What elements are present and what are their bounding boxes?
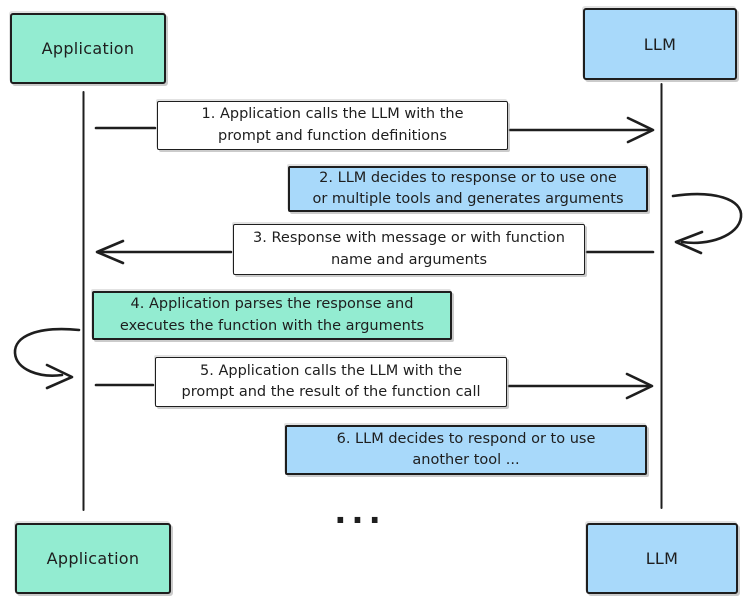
message-text-line: 4. Application parses the response and	[130, 296, 414, 313]
continuation-ellipsis: ...	[334, 493, 386, 531]
llm-self-loop-arrow	[671, 192, 743, 245]
actor-llm-top: LLM	[583, 8, 737, 80]
message-text-line: another tool ...	[412, 452, 520, 468]
message-3-box: 3. Response with message or with functio…	[233, 224, 585, 275]
message-text-line: executes the function with the arguments	[119, 317, 425, 334]
message-1-arrowhead-icon	[626, 116, 655, 144]
actor-llm-top-label: LLM	[643, 34, 677, 54]
actor-application-top: Application	[10, 13, 166, 84]
message-text-line: or multiple tools and generates argument…	[312, 191, 624, 207]
message-text-line: 3. Response with message or with functio…	[253, 230, 565, 247]
application-self-loop-arrowhead-icon	[45, 363, 74, 390]
message-6-box: 6. LLM decides to respond or to use anot…	[285, 425, 647, 475]
message-text-line: 6. LLM decides to respond or to use	[336, 430, 596, 447]
message-2-box: 2. LLM decides to response or to use one…	[288, 166, 648, 212]
message-5-box: 5. Application calls the LLM with the pr…	[155, 357, 507, 407]
message-text-line: 5. Application calls the LLM with the	[200, 362, 462, 379]
message-4-box: 4. Application parses the response and e…	[92, 291, 452, 340]
message-text-line: prompt and function definitions	[218, 127, 447, 144]
message-1-box: 1. Application calls the LLM with the pr…	[157, 101, 508, 150]
message-text-line: name and arguments	[330, 251, 488, 268]
message-3-arrowhead-icon	[95, 239, 125, 265]
actor-llm-bottom: LLM	[586, 523, 738, 594]
message-5-arrowhead-icon	[625, 372, 654, 400]
message-text-line: 2. LLM decides to response or to use one	[319, 169, 617, 186]
application-self-loop-arrow	[13, 327, 81, 377]
llm-self-loop-arrowhead-icon	[674, 230, 704, 255]
actor-application-top-label: Application	[41, 39, 135, 58]
actor-llm-bottom-label: LLM	[645, 549, 679, 568]
actor-application-bottom-label: Application	[46, 549, 140, 568]
message-text-line: prompt and the result of the function ca…	[181, 384, 481, 400]
actor-application-bottom: Application	[15, 523, 171, 594]
message-text-line: 1. Application calls the LLM with the	[201, 106, 464, 123]
